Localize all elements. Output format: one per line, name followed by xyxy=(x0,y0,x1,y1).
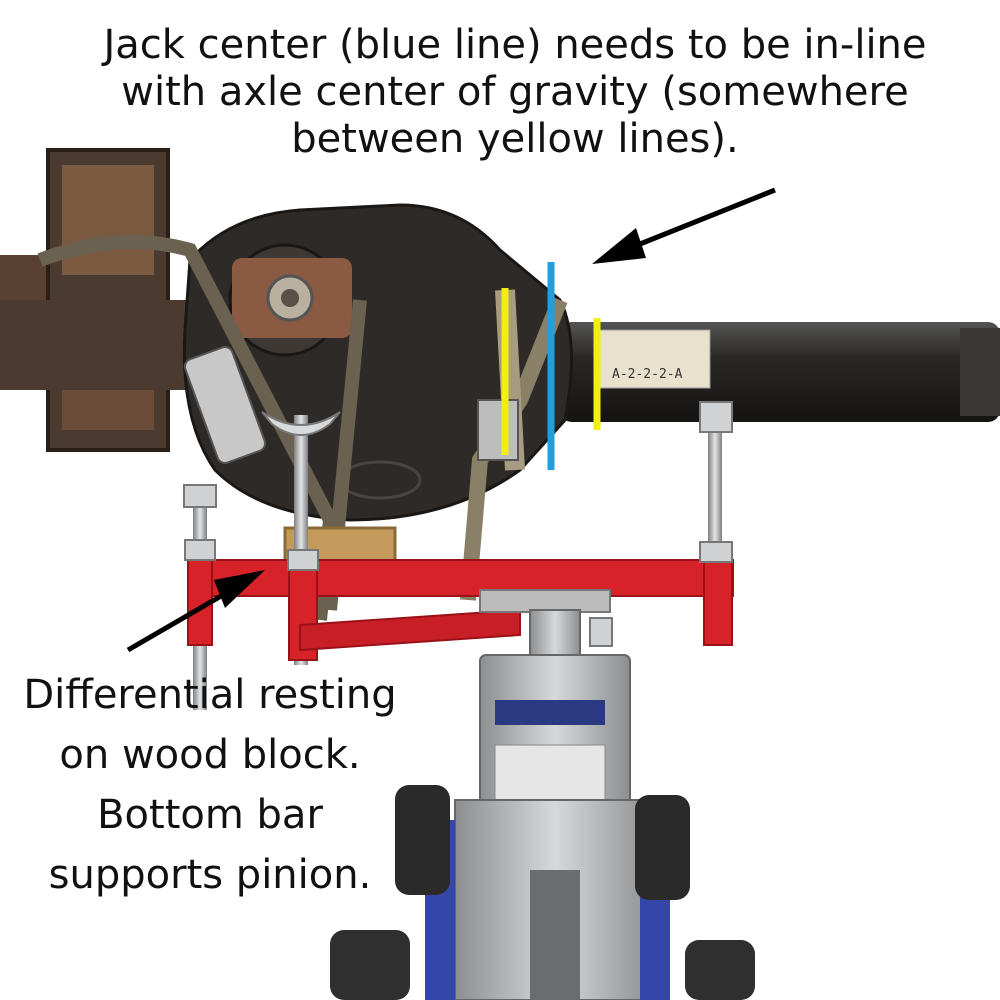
left-caster-front xyxy=(395,785,450,895)
top-caption-line-1: Jack center (blue line) needs to be in-l… xyxy=(103,22,927,68)
red-cradle xyxy=(184,539,734,661)
bottom-caption-line-4: supports pinion. xyxy=(48,852,372,898)
bottom-caption: Differential resting on wood block. Bott… xyxy=(10,665,410,905)
arrow-bottom xyxy=(126,570,265,653)
top-caption: Jack center (blue line) needs to be in-l… xyxy=(70,22,960,164)
top-caption-line-3: between yellow lines). xyxy=(291,116,739,163)
floor-jack xyxy=(330,609,755,1000)
differential-housing xyxy=(182,203,573,522)
bottom-caption-line-2: on wood block. xyxy=(59,732,361,778)
bottom-caption-line-3: Bottom bar xyxy=(97,792,323,838)
axle-tag-text: A-2-2-2-A xyxy=(612,367,683,382)
left-caster-rear xyxy=(330,930,410,1000)
top-caption-line-2: with axle center of gravity (somewhere xyxy=(121,69,909,116)
right-caster-front xyxy=(635,795,690,900)
bottom-caption-line-1: Differential resting xyxy=(23,672,397,718)
arrow-top xyxy=(592,187,776,264)
right-caster-rear xyxy=(685,940,755,1000)
axle-tube: A-2-2-2-A xyxy=(560,322,1000,422)
